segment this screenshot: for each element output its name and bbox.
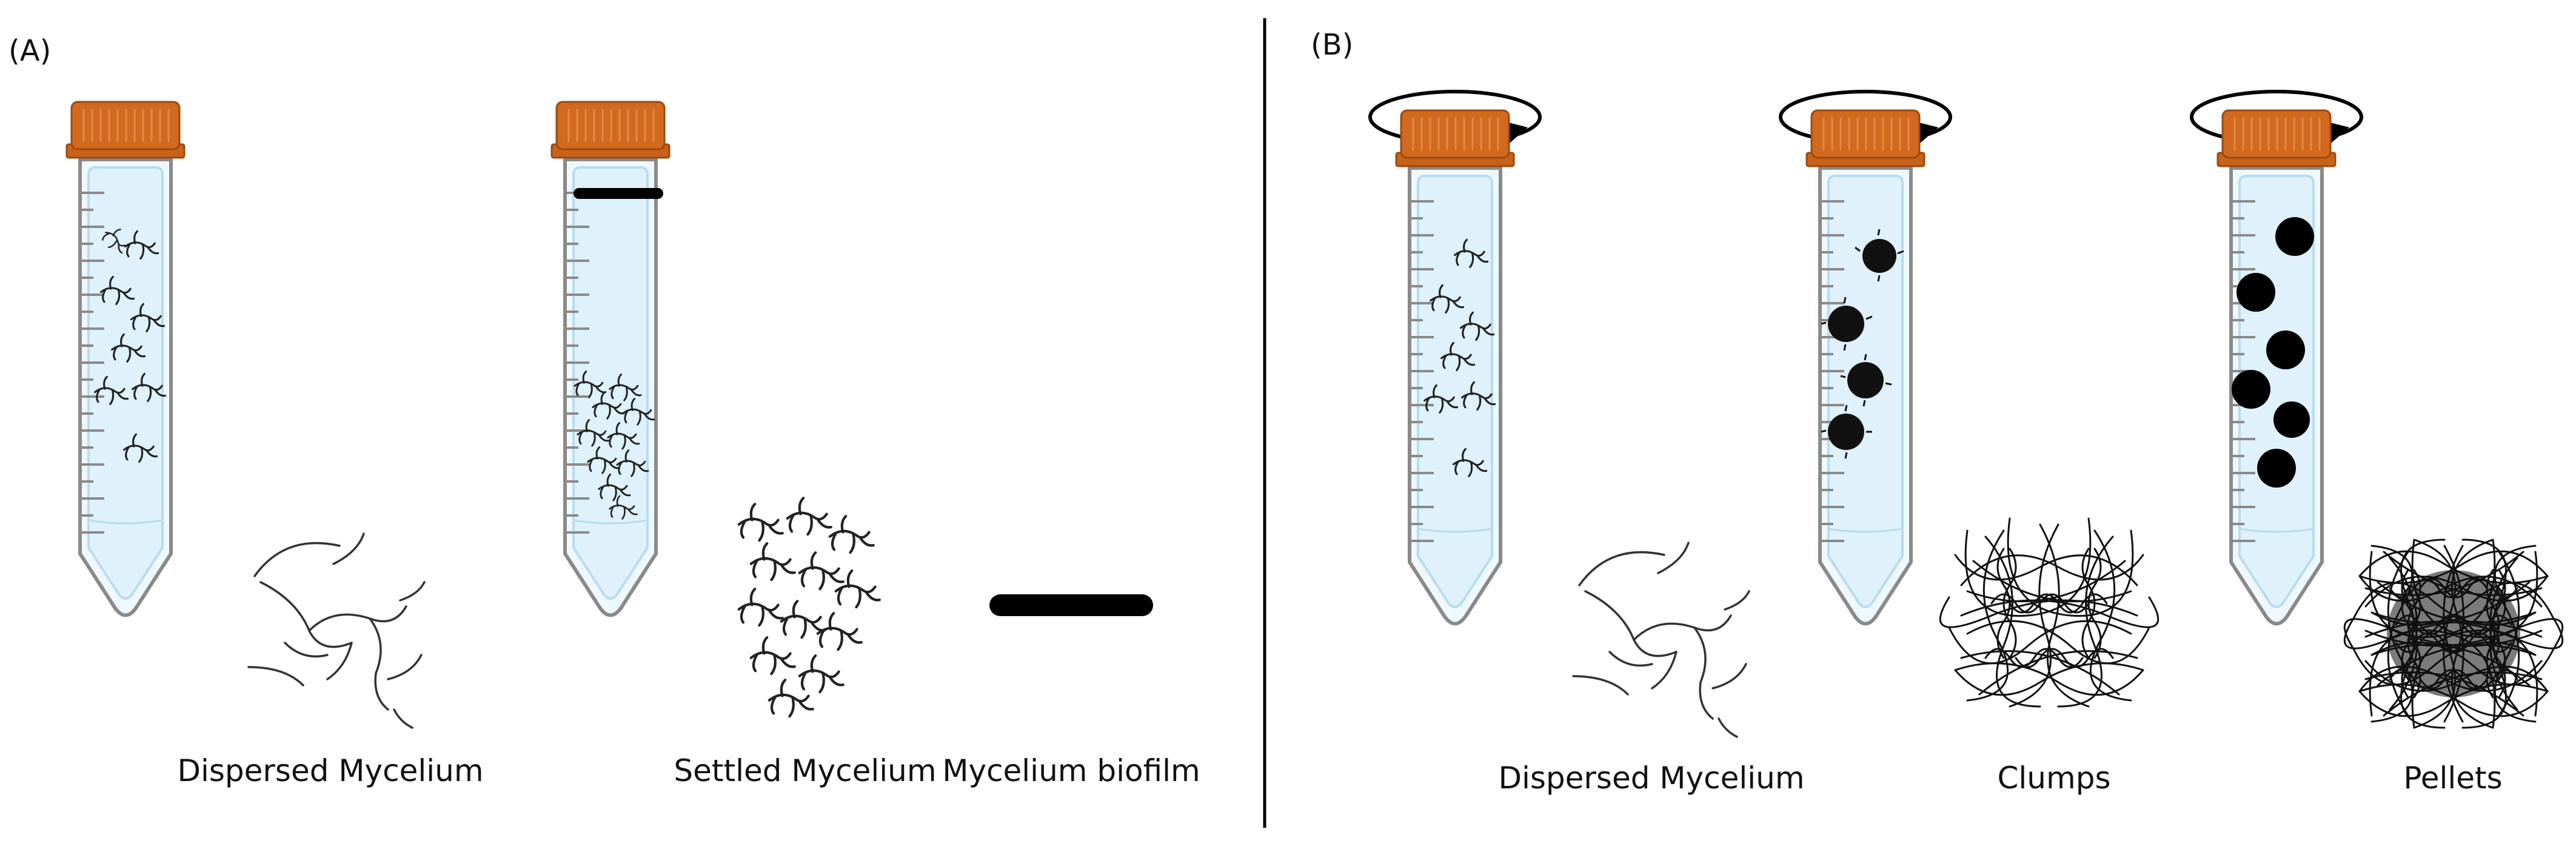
clumps-illustration — [1939, 517, 2159, 708]
caption-a-dispersed: Dispersed Mycelium — [177, 753, 483, 788]
caption-b-dispersed: Dispersed Mycelium — [1498, 760, 1804, 796]
tube-b-clumps — [1807, 110, 1924, 624]
biofilm-layer — [574, 188, 663, 199]
settled-mycelium-illustration — [739, 498, 880, 716]
tube-settled — [552, 102, 669, 616]
biofilm-illustration — [989, 594, 1153, 616]
panel-b-label: (B) — [1311, 28, 1353, 62]
caption-b-clumps: Clumps — [1998, 760, 2111, 796]
clumps-in-tube — [1828, 239, 1896, 450]
b-dispersed-mycelium-illustration — [1572, 542, 1750, 738]
caption-b-pellets: Pellets — [2403, 760, 2502, 796]
panel-a: (A) — [8, 34, 1200, 788]
tube-dispersed — [67, 102, 184, 616]
caption-a-settled: Settled Mycelium — [674, 753, 936, 788]
panel-a-label: (A) — [8, 34, 51, 68]
dispersed-mycelium-illustration — [247, 532, 426, 729]
pellets-in-tube — [2232, 217, 2314, 488]
tube-b-dispersed — [1396, 110, 1514, 624]
tube-b-pellets — [2218, 110, 2335, 624]
pellets-illustration — [2343, 539, 2564, 729]
caption-a-biofilm: Mycelium biofilm — [942, 753, 1200, 788]
panel-b: (B) — [1311, 28, 2564, 796]
